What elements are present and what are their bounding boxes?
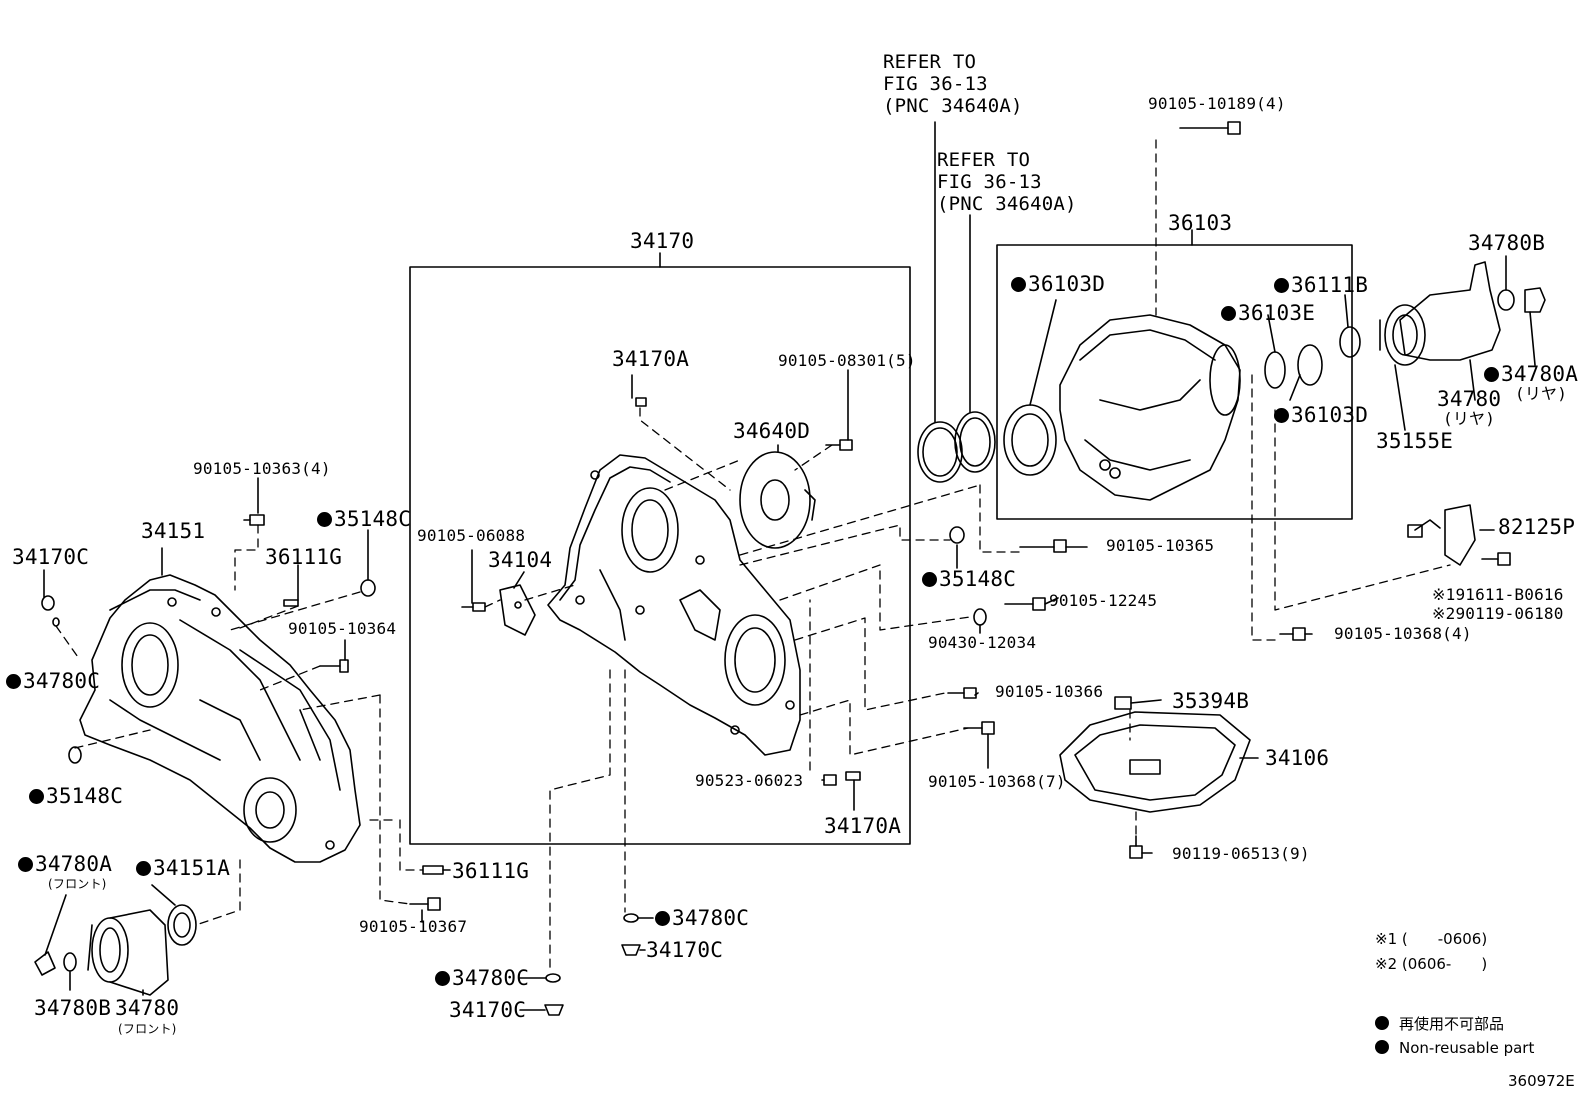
part-34170[interactable]: 34170: [630, 229, 695, 253]
non-reusable-mark: [136, 861, 151, 876]
part-34104[interactable]: 34104: [488, 548, 553, 572]
part-90105-10364[interactable]: 90105-10364: [288, 619, 397, 638]
rear-mount-34780: [1379, 261, 1501, 366]
part-36111G-top[interactable]: 36111G: [265, 545, 343, 569]
part-34780-rear[interactable]: 34780: [1437, 387, 1502, 411]
transfer-case-housing-front: [79, 574, 361, 863]
note-2: ※2 (0606- ): [1375, 955, 1488, 973]
part-90105-12245[interactable]: 90105-12245: [1049, 591, 1158, 610]
part-90105-10363[interactable]: 90105-10363(4): [193, 459, 331, 478]
ref2-line1: REFER TO: [937, 149, 1031, 171]
part-34640D[interactable]: 34640D: [733, 419, 811, 443]
legend-en: Non-reusable part: [1375, 1039, 1534, 1057]
part-36103D-right[interactable]: 36103D: [1274, 404, 1368, 427]
part-34780C-low[interactable]: 34780C: [435, 967, 529, 990]
part-35148C-top[interactable]: 35148C: [317, 508, 411, 531]
part-90105-10366[interactable]: 90105-10366: [995, 682, 1104, 701]
part-34780-front-note: (フロント): [118, 1022, 177, 1036]
part-34151A[interactable]: 34151A: [136, 857, 230, 880]
part-34170A-bottom[interactable]: 34170A: [824, 814, 902, 838]
part-36103D-left[interactable]: 36103D: [1011, 273, 1105, 296]
part-34780B-front[interactable]: 34780B: [34, 996, 112, 1020]
transfer-case-cover: [547, 454, 801, 756]
part-290119-06180[interactable]: ※290119-06180: [1432, 604, 1564, 623]
ref1-line3: (PNC 34640A): [883, 95, 1023, 117]
note-1: ※1 ( -0606): [1375, 930, 1488, 948]
non-reusable-mark: [29, 789, 44, 804]
ref2-line2: FIG 36-13: [937, 171, 1042, 193]
part-90430-12034[interactable]: 90430-12034: [928, 633, 1037, 652]
part-36103[interactable]: 36103: [1168, 211, 1233, 235]
part-34780-front[interactable]: 34780: [115, 996, 180, 1020]
part-35155E[interactable]: 35155E: [1376, 429, 1454, 453]
non-reusable-mark: [317, 512, 332, 527]
oil-pan-34106: [1059, 711, 1251, 813]
part-90119-06513[interactable]: 90119-06513(9): [1172, 844, 1310, 863]
part-90105-08301[interactable]: 90105-08301(5): [778, 351, 916, 370]
non-reusable-mark: [1011, 277, 1026, 292]
part-34170C-left[interactable]: 34170C: [12, 545, 90, 569]
part-35394B[interactable]: 35394B: [1172, 689, 1250, 713]
group-box-36103: [996, 244, 1353, 520]
part-34780A-rear[interactable]: 34780A: [1484, 363, 1578, 386]
part-34780C-mid[interactable]: 34780C: [655, 907, 749, 930]
part-36103E[interactable]: 36103E: [1221, 302, 1315, 325]
non-reusable-mark: [6, 674, 21, 689]
part-34780-rear-note: (リヤ): [1443, 409, 1496, 428]
part-34780C-left[interactable]: 34780C: [6, 670, 100, 693]
part-34106[interactable]: 34106: [1265, 746, 1330, 770]
part-34780B-rear[interactable]: 34780B: [1468, 231, 1546, 255]
ref1-line1: REFER TO: [883, 51, 977, 73]
part-90105-10368-7[interactable]: 90105-10368(7): [928, 772, 1066, 791]
part-90105-10189[interactable]: 90105-10189(4): [1148, 94, 1286, 113]
part-34780A-front[interactable]: 34780A: [18, 853, 112, 876]
part-90105-06088[interactable]: 90105-06088: [417, 526, 526, 545]
non-reusable-mark: [18, 857, 33, 872]
non-reusable-mark: [1484, 367, 1499, 382]
figure-id: 360972E: [1508, 1072, 1575, 1090]
part-90105-10368-4[interactable]: 90105-10368(4): [1334, 624, 1472, 643]
part-90105-10365[interactable]: 90105-10365: [1106, 536, 1215, 555]
front-mount-34780: [87, 909, 169, 996]
part-34170C-low[interactable]: 34170C: [449, 998, 527, 1022]
non-reusable-mark: [1221, 306, 1236, 321]
non-reusable-mark: [655, 911, 670, 926]
legend-jp: 再使用不可部品: [1375, 1015, 1504, 1033]
non-reusable-mark: [1274, 278, 1289, 293]
part-90523-06023[interactable]: 90523-06023: [695, 771, 804, 790]
ref1-line2: FIG 36-13: [883, 73, 988, 95]
part-90105-10367[interactable]: 90105-10367: [359, 917, 468, 936]
part-34780A-rear-note: (リヤ): [1515, 384, 1568, 403]
non-reusable-mark: [1375, 1016, 1389, 1030]
part-34170C-mid[interactable]: 34170C: [646, 938, 724, 962]
non-reusable-mark: [922, 572, 937, 587]
non-reusable-mark: [1274, 408, 1289, 423]
part-34151[interactable]: 34151: [141, 519, 206, 543]
connector-82125P: [1444, 504, 1476, 566]
part-34780A-front-note: (フロント): [48, 877, 107, 891]
part-82125P[interactable]: 82125P: [1498, 515, 1576, 539]
extension-housing-36103: [1059, 314, 1241, 501]
non-reusable-mark: [1375, 1040, 1389, 1054]
part-191611-B0616[interactable]: ※191611-B0616: [1432, 585, 1564, 604]
ref2-line3: (PNC 34640A): [937, 193, 1077, 215]
part-36111G-bottom[interactable]: 36111G: [452, 859, 530, 883]
seal-plate-34640D: [739, 451, 816, 549]
part-36111B[interactable]: 36111B: [1274, 274, 1368, 297]
non-reusable-mark: [435, 971, 450, 986]
part-34170A-top[interactable]: 34170A: [612, 347, 690, 371]
part-35148C-left[interactable]: 35148C: [29, 785, 123, 808]
part-35148C-mid[interactable]: 35148C: [922, 568, 1016, 591]
